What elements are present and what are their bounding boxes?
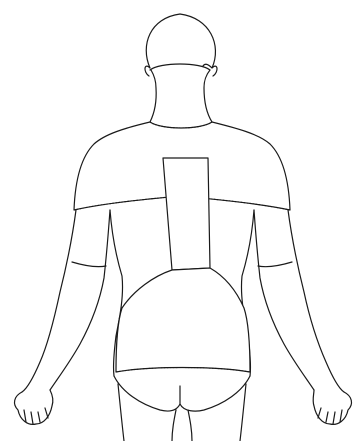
left-leg-outline (118, 384, 124, 441)
right-elbow-line (258, 262, 292, 267)
left-arm-inner-outline (50, 210, 110, 390)
spine-strip-region (163, 158, 210, 270)
left-ear-outline (145, 66, 150, 76)
right-arm-inner-outline (254, 210, 314, 390)
hairline-outline (150, 64, 210, 70)
left-hand-outline (15, 390, 53, 424)
left-hand-fingers (24, 408, 48, 424)
inner-legs-outline (172, 410, 192, 441)
right-hand-outline (313, 390, 351, 424)
left-elbow-line (72, 262, 106, 267)
head-outline (146, 14, 215, 68)
right-leg-outline (240, 384, 246, 441)
lower-back-region (116, 268, 250, 372)
neck-right-outline (204, 70, 212, 122)
buttocks-region (114, 376, 250, 411)
right-ear-outline (212, 66, 217, 76)
right-hand-fingers (318, 408, 342, 424)
neck-left-outline (150, 70, 156, 122)
